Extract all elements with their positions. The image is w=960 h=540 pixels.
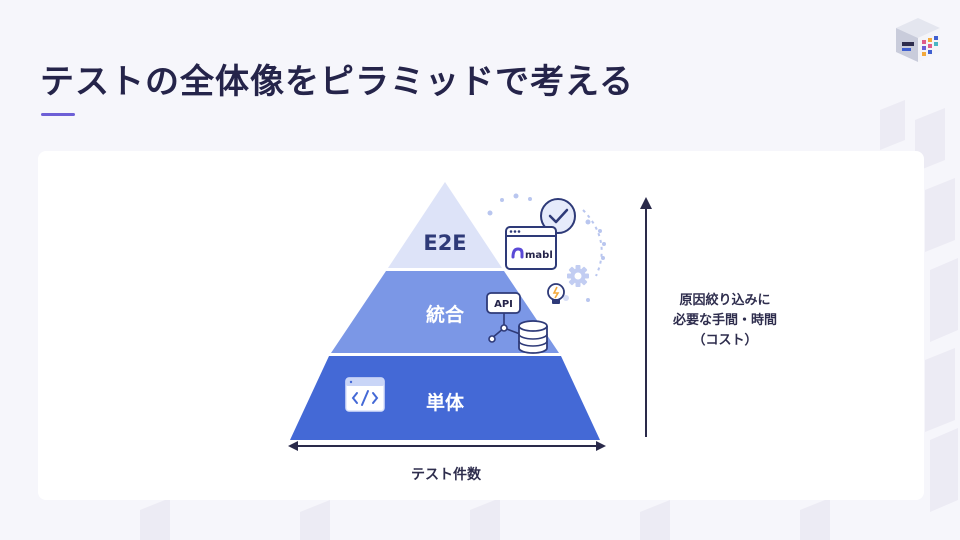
decorative-dots: [487, 193, 606, 302]
test-count-arrow: [288, 441, 606, 451]
api-badge-label: API: [494, 299, 513, 310]
y-axis-label-line: 必要な手間・時間: [672, 313, 777, 328]
tool-card-label: mabl: [525, 250, 553, 261]
database-icon: [518, 320, 548, 354]
tool-browser-card: mabl: [505, 226, 557, 270]
pyramid-level-unit: [290, 356, 600, 440]
y-axis-label-line: 原因絞り込みに: [679, 293, 771, 308]
decorative-dashed-orbit: [582, 209, 603, 277]
pyramid-level-e2e: [388, 182, 502, 268]
api-badge: API: [486, 292, 521, 314]
y-axis-label: 原因絞り込みに 必要な手間・時間 （コスト）: [650, 291, 800, 351]
pyramid-label-unit: 単体: [426, 391, 465, 414]
cost-arrow: [640, 197, 652, 437]
brand-logo-icon: [896, 18, 940, 62]
mabl-logo-icon: [511, 247, 524, 259]
api-connection-graphic: [488, 313, 521, 343]
pyramid-label-integration: 統合: [426, 303, 465, 326]
check-circle-icon: [540, 198, 576, 234]
x-axis-label: テスト件数: [411, 466, 482, 483]
slide-title: テストの全体像をピラミッドで考える: [40, 62, 634, 102]
light-bulb-icon: [547, 283, 565, 304]
code-window-icon: [345, 377, 385, 412]
gear-icon: [567, 265, 589, 287]
pyramid-label-e2e: E2E: [423, 231, 466, 255]
title-underline: [41, 113, 75, 116]
pyramid-level-integration: [331, 271, 559, 353]
y-axis-label-line: （コスト）: [692, 333, 758, 348]
